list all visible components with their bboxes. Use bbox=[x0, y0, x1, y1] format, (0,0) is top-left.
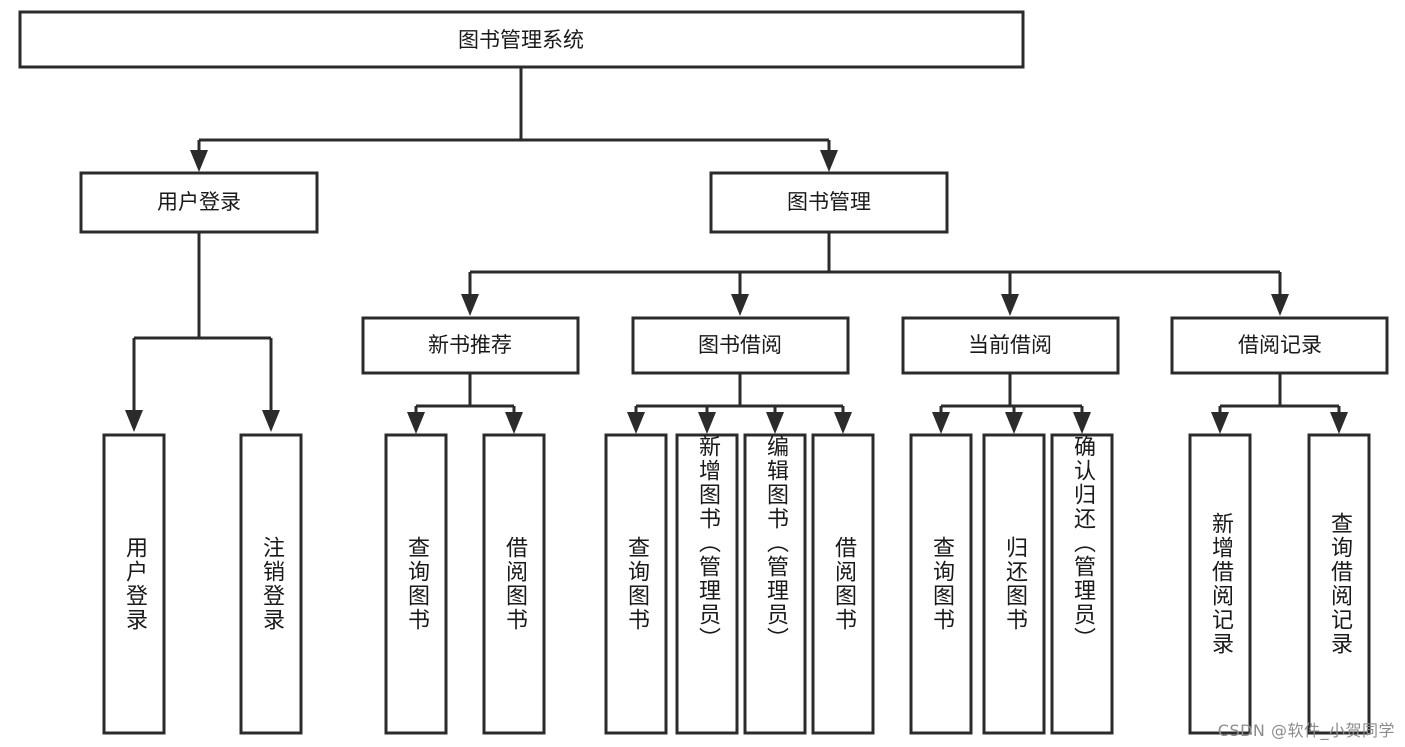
node-book-manage-label: 图书管理 bbox=[787, 190, 871, 214]
leaf-box-user-logout[interactable] bbox=[239, 433, 303, 735]
node-new-book-rec[interactable]: 新书推荐 bbox=[361, 316, 580, 375]
connector-group-borrow-record bbox=[1218, 373, 1341, 414]
connector-group-book-borrow bbox=[634, 373, 845, 414]
leaf-box-borrow-book-1[interactable] bbox=[482, 433, 546, 735]
arrow-to-leaf-confirm-return bbox=[1073, 412, 1091, 434]
arrow-to-current-borrow bbox=[1001, 294, 1019, 316]
arrow-to-leaf-query-book-2 bbox=[627, 412, 645, 434]
arrow-to-leaf-query-book-3 bbox=[932, 412, 950, 434]
arrow-to-leaf-query-book-1 bbox=[407, 412, 425, 434]
arrow-to-leaf-add-record bbox=[1211, 412, 1229, 434]
node-root-label: 图书管理系统 bbox=[458, 28, 584, 52]
leaf-box-user-login[interactable] bbox=[102, 433, 166, 735]
csdn-watermark: CSDN @软件_小贺同学 bbox=[1217, 721, 1395, 740]
arrow-to-leaf-return-book bbox=[1005, 412, 1023, 434]
arrow-to-leaf-edit-book bbox=[766, 412, 784, 434]
leaf-box-query-book-3[interactable] bbox=[909, 433, 973, 735]
leaf-box-edit-book[interactable] bbox=[743, 433, 807, 735]
arrow-to-leaf-user-logout bbox=[262, 410, 280, 432]
connector-group-book-manage bbox=[468, 232, 1282, 296]
leaf-box-confirm-return[interactable] bbox=[1050, 433, 1114, 735]
arrow-to-leaf-borrow-book-1 bbox=[505, 412, 523, 434]
node-root[interactable]: 图书管理系统 bbox=[18, 10, 1025, 69]
node-user-login[interactable]: 用户登录 bbox=[79, 171, 319, 234]
arrow-to-borrow-record bbox=[1271, 294, 1289, 316]
arrow-to-book-borrow bbox=[731, 294, 749, 316]
leaf-box-borrow-book-2[interactable] bbox=[811, 433, 875, 735]
connector-group-user-login bbox=[132, 232, 273, 412]
node-book-borrow[interactable]: 图书借阅 bbox=[631, 316, 850, 375]
arrow-to-book-manage bbox=[820, 150, 838, 172]
leaf-box-query-book-1[interactable] bbox=[384, 433, 448, 735]
arrow-to-leaf-add-book bbox=[698, 412, 716, 434]
leaf-box-return-book[interactable] bbox=[982, 433, 1046, 735]
node-current-borrow-label: 当前借阅 bbox=[968, 333, 1052, 357]
node-new-book-rec-label: 新书推荐 bbox=[428, 333, 512, 357]
leaf-box-query-record[interactable] bbox=[1307, 433, 1371, 735]
arrow-to-leaf-user-login bbox=[125, 410, 143, 432]
arrow-to-user-login bbox=[190, 150, 208, 172]
arrow-to-new-book-rec bbox=[461, 294, 479, 316]
node-book-borrow-label: 图书借阅 bbox=[698, 333, 782, 357]
leaf-box-add-book[interactable] bbox=[675, 433, 739, 735]
node-user-login-label: 用户登录 bbox=[157, 190, 241, 214]
node-book-manage[interactable]: 图书管理 bbox=[709, 171, 949, 234]
connector-group-root bbox=[197, 67, 831, 152]
arrow-to-leaf-borrow-book-2 bbox=[834, 412, 852, 434]
connector-group-new-book-rec bbox=[414, 373, 516, 414]
leaf-box-query-book-2[interactable] bbox=[604, 433, 668, 735]
arrow-to-leaf-query-record bbox=[1330, 412, 1348, 434]
connector-group-current-borrow bbox=[939, 373, 1084, 414]
node-borrow-record-label: 借阅记录 bbox=[1238, 333, 1322, 357]
node-current-borrow[interactable]: 当前借阅 bbox=[901, 316, 1120, 375]
leaf-box-add-record[interactable] bbox=[1188, 433, 1252, 735]
node-borrow-record[interactable]: 借阅记录 bbox=[1170, 316, 1389, 375]
leaf-box-group bbox=[102, 433, 1371, 735]
